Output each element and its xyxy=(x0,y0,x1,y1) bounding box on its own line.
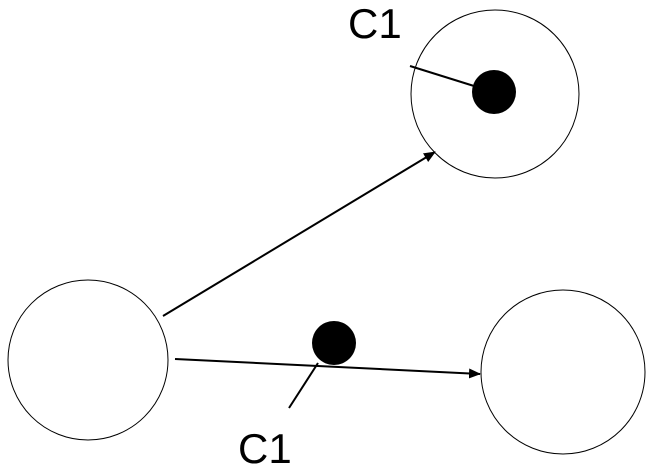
arrow-left-to-bottom-right xyxy=(174,358,481,379)
top-label-leader-line xyxy=(409,65,475,87)
arrow-left-to-top-right xyxy=(162,151,436,317)
top-token-label: C1 xyxy=(348,0,402,47)
top-token xyxy=(472,70,516,114)
left-node xyxy=(7,279,169,441)
bottom-token xyxy=(312,321,356,365)
bottom-label-leader-line xyxy=(288,362,319,409)
bottom-token-label: C1 xyxy=(238,425,292,472)
bottom-right-node xyxy=(480,289,646,455)
